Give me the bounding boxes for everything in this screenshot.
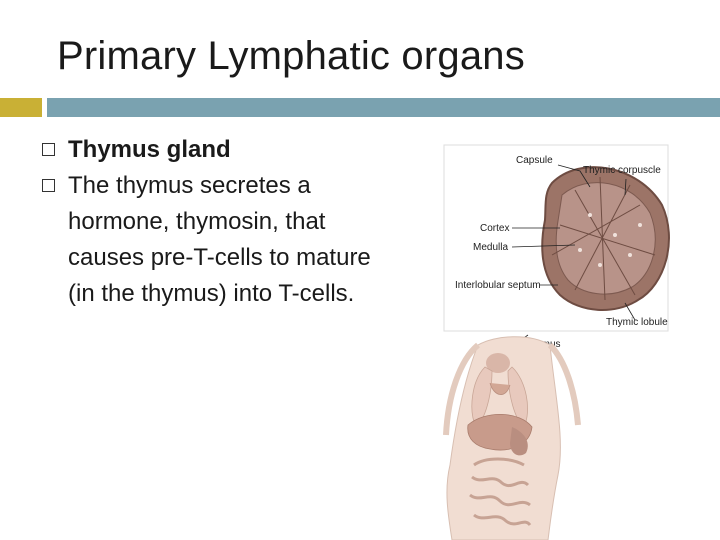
accent-bar-teal: [47, 98, 720, 117]
bullet-text: Thymus gland: [68, 136, 231, 163]
bullet-list: Thymus gland The thymus secretes a hormo…: [42, 132, 372, 312]
square-bullet-icon: [42, 179, 55, 192]
label-interlobular-septum: Interlobular septum: [455, 280, 541, 291]
label-cortex: Cortex: [480, 223, 509, 234]
bullet-text: The thymus secretes a hormone, thymosin,…: [68, 172, 371, 307]
label-capsule: Capsule: [516, 155, 553, 166]
bullet-item: The thymus secretes a hormone, thymosin,…: [42, 168, 372, 312]
slide-title: Primary Lymphatic organs: [57, 34, 525, 78]
accent-bar-gold: [0, 98, 42, 117]
bullet-item: Thymus gland: [42, 132, 372, 168]
thymus-section-illustration: [541, 166, 670, 311]
thymus-figure: Capsule Thymic corpuscle Cortex Medulla …: [443, 144, 670, 540]
square-bullet-icon: [42, 143, 55, 156]
label-thymic-lobule: Thymic lobule: [606, 317, 668, 328]
label-thymic-corpuscle: Thymic corpuscle: [583, 165, 661, 176]
torso-illustration: [443, 336, 581, 540]
label-medulla: Medulla: [473, 242, 508, 253]
